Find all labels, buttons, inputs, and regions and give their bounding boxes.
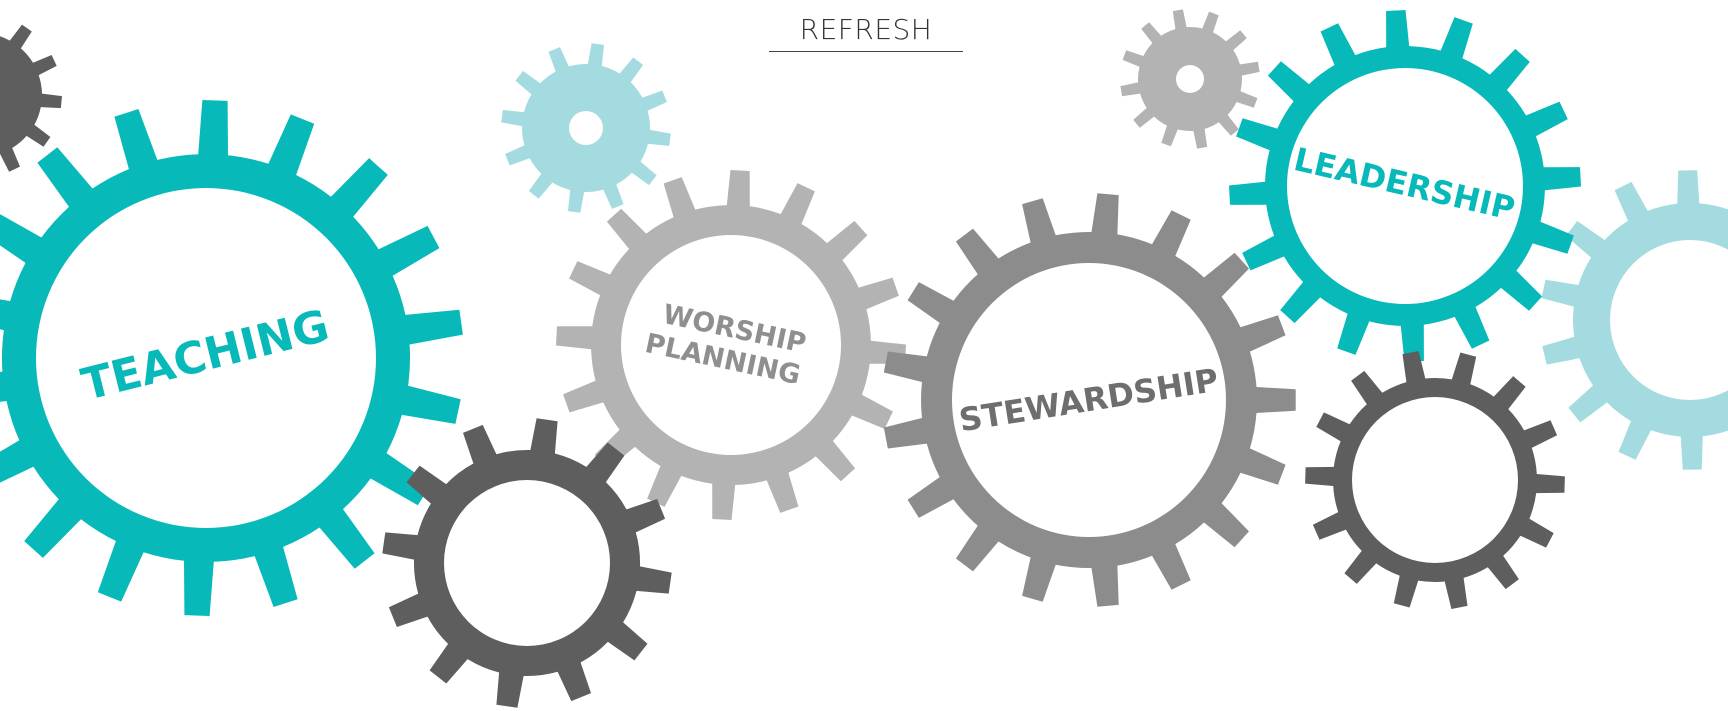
- leadership-gear[interactable]: LEADERSHIP: [1229, 10, 1581, 362]
- gear-dark-bottom-right: [1305, 351, 1565, 609]
- gear-light-gray-small: [1120, 9, 1260, 149]
- teaching-gear-body: [0, 100, 463, 616]
- teaching-label: TEACHING: [77, 300, 334, 411]
- gear-light-teal-small: [501, 43, 671, 213]
- stewardship-label: STEWARDSHIP: [956, 361, 1220, 439]
- worship-planning-gear-body: [556, 170, 906, 520]
- gear-light-teal-right: [1541, 170, 1728, 470]
- refresh-button[interactable]: REFRESH: [769, 10, 963, 52]
- gear-dark-bottom-center: [382, 418, 672, 708]
- leadership-gear-ring: [1276, 57, 1534, 315]
- leadership-gear-body: [1229, 10, 1581, 362]
- gear-dark-top-left: [0, 24, 62, 172]
- stewardship-gear[interactable]: STEWARDSHIP: [883, 193, 1296, 607]
- teaching-gear-ring: [24, 176, 388, 540]
- stewardship-gear-ring: [942, 253, 1236, 547]
- leadership-label: LEADERSHIP: [1290, 140, 1518, 228]
